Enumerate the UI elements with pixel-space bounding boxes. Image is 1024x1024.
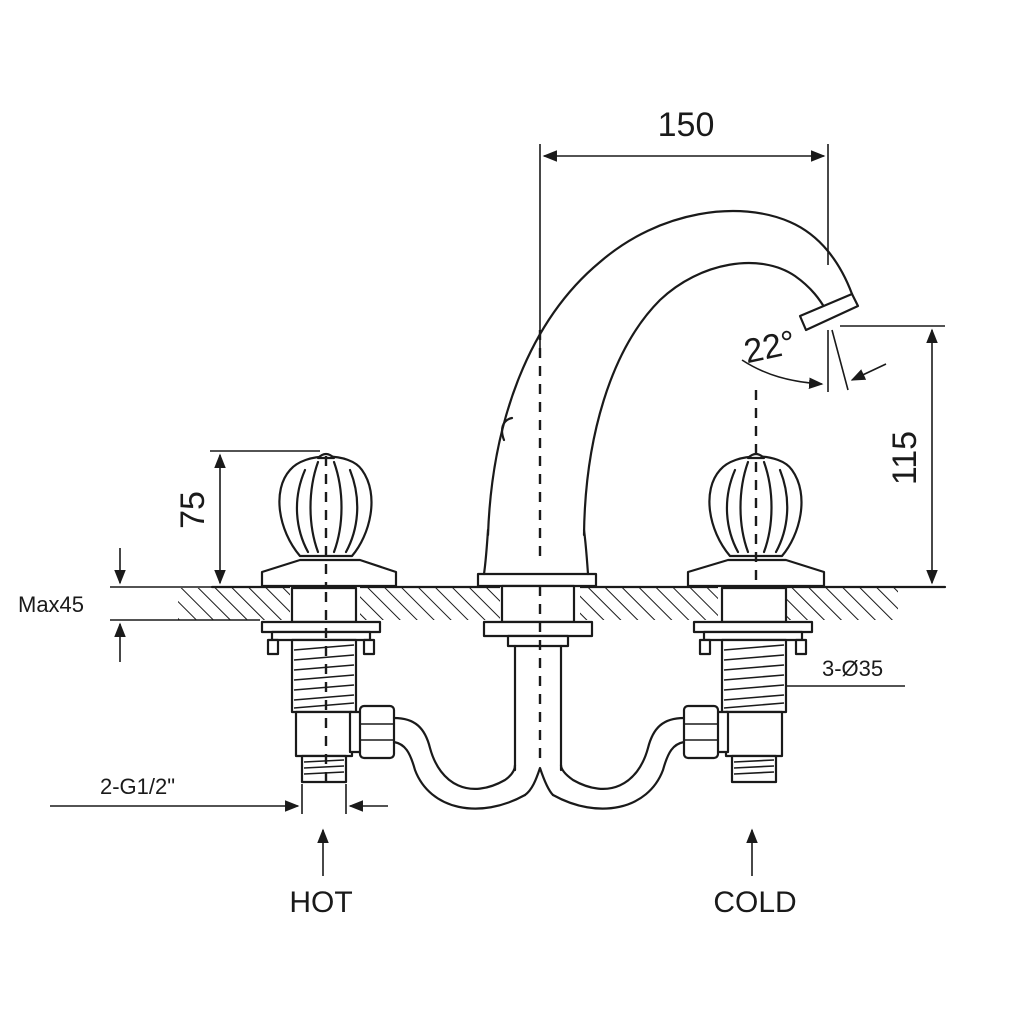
hot-valve-body xyxy=(260,586,396,790)
cold-valve-body xyxy=(682,586,814,784)
dim-connection-thread-label: 2-G1/2" xyxy=(100,774,175,799)
hot-handle xyxy=(260,452,398,588)
cold-label: COLD xyxy=(713,886,796,919)
dim-hole-diameter-label: 3-Ø35 xyxy=(822,656,883,681)
dimension-spout-reach xyxy=(539,144,829,350)
cold-handle xyxy=(686,390,826,588)
hot-label: HOT xyxy=(289,886,352,919)
dimension-spout-height xyxy=(840,325,945,585)
dim-handle-height-label: 75 xyxy=(174,491,212,529)
dim-spout-angle-label: 22° xyxy=(741,323,799,371)
spout-under-deck xyxy=(482,584,594,772)
dim-deck-thickness-label: Max45 xyxy=(18,592,84,617)
dim-spout-reach-label: 150 xyxy=(658,106,715,144)
dimension-deck-thickness xyxy=(110,548,212,662)
dimension-spout-angle xyxy=(741,329,887,392)
dim-spout-height-label: 115 xyxy=(886,431,924,485)
dimension-connection-thread xyxy=(50,784,388,814)
dimension-handle-height xyxy=(210,450,320,585)
connection-hoses xyxy=(392,716,686,810)
spout xyxy=(476,209,860,588)
